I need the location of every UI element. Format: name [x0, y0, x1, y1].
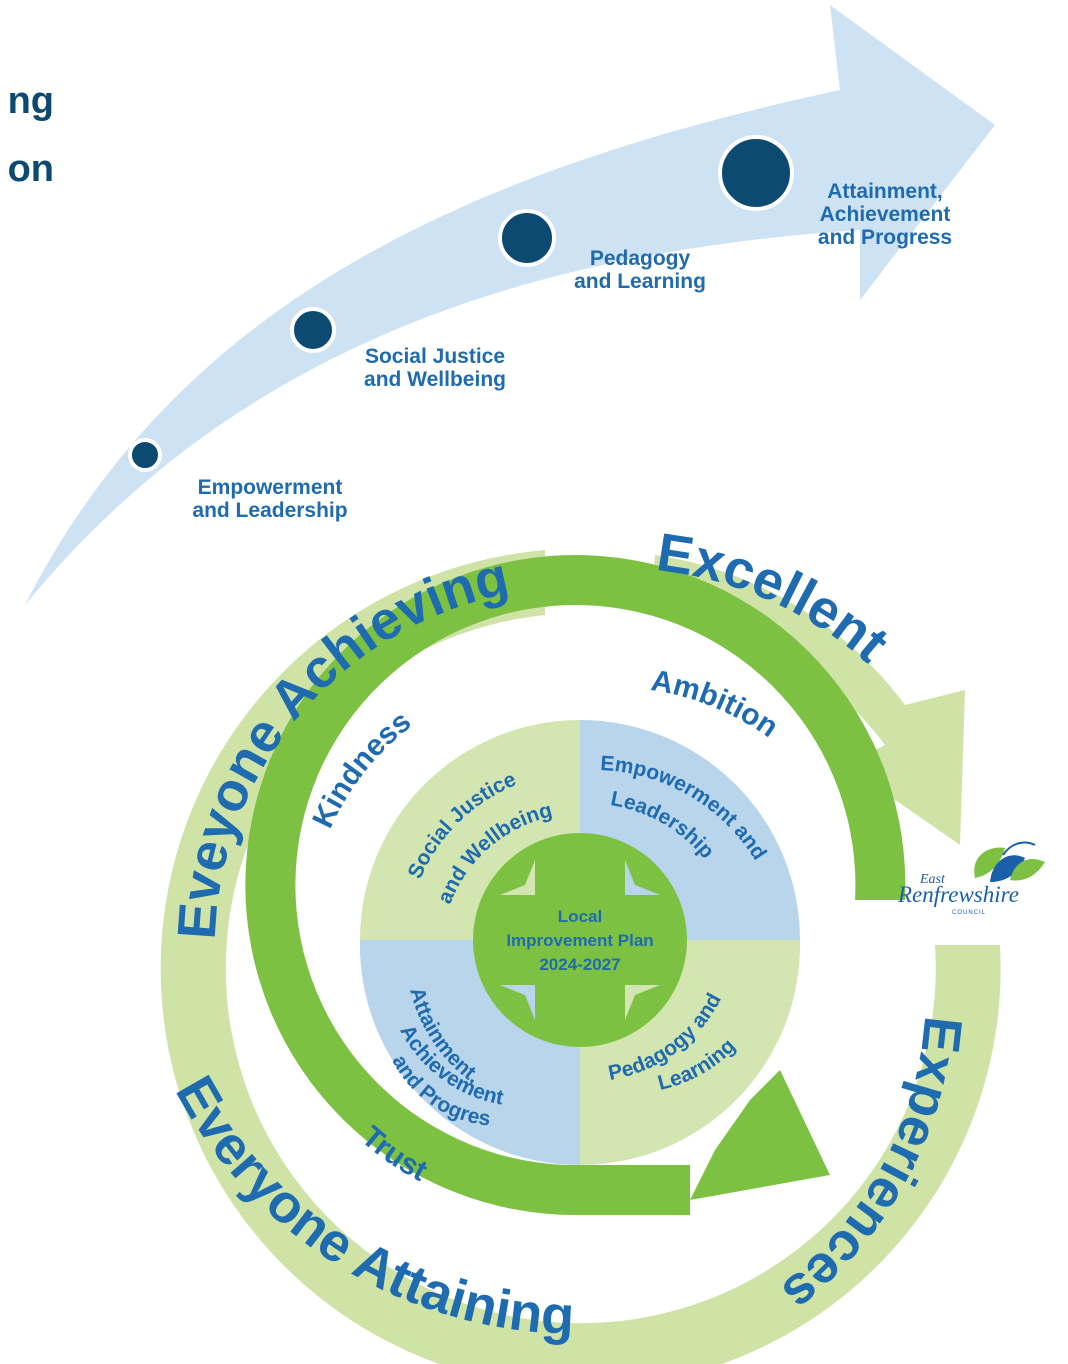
logo-name: Renfrewshire: [898, 882, 1019, 907]
step-dot-attainment: [718, 135, 794, 211]
logo-leaves-icon: [974, 841, 1045, 882]
step-label-empowerment: Empowerment and Leadership: [192, 476, 348, 522]
center-line3: 2024-2027: [539, 955, 620, 974]
logo-council: COUNCIL: [952, 910, 987, 916]
page-title-line2: on: [7, 148, 54, 190]
council-logo: East Renfrewshire COUNCIL: [898, 838, 1058, 938]
center-line1: Local: [558, 907, 602, 926]
arrow-in-bottom-right: [625, 985, 660, 1020]
center-line2: Improvement Plan: [506, 931, 653, 950]
arrow-in-bottom-left: [500, 985, 535, 1020]
step-dot-empowerment: [128, 438, 162, 472]
step-label-social-justice: Social Justice and Wellbeing: [364, 345, 506, 391]
page-title-line1: ng: [7, 80, 54, 122]
middle-ring-arrow: [690, 1070, 830, 1200]
logo-east: East: [920, 872, 945, 887]
step-label-pedagogy: Pedagogy and Learning: [574, 247, 706, 293]
step-dot-social-justice: [290, 307, 336, 353]
arrow-in-top-left: [500, 860, 535, 895]
step-dot-pedagogy: [498, 209, 556, 267]
arrow-in-top-right: [625, 860, 660, 895]
step-label-attainment: Attainment, Achievement and Progress: [817, 180, 953, 249]
